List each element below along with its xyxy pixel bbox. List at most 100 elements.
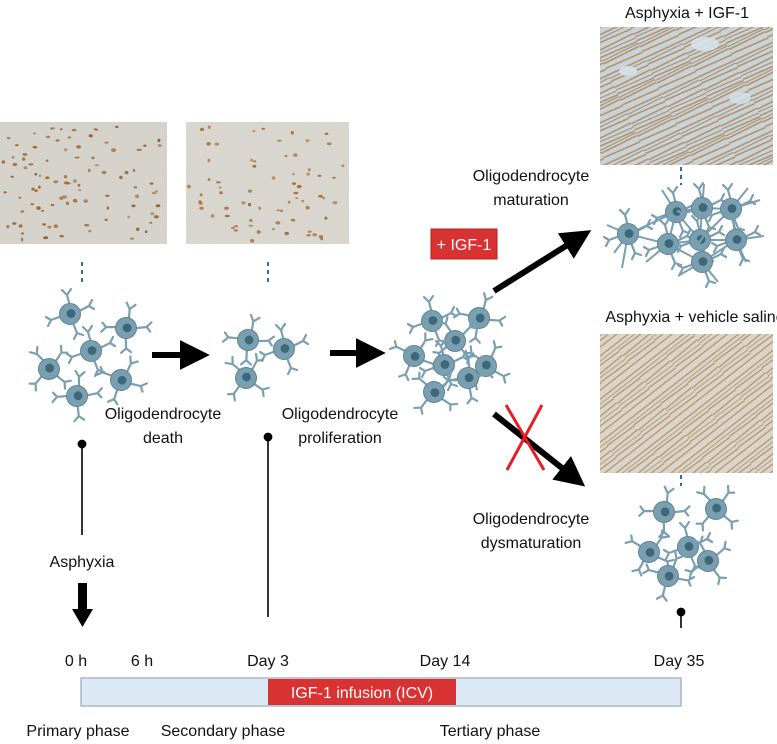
stained-nucleus	[279, 209, 284, 213]
stained-nucleus	[207, 178, 211, 181]
stained-nucleus	[224, 206, 229, 210]
stained-nucleus	[312, 233, 318, 237]
stained-nucleus	[119, 175, 123, 180]
stained-nucleus	[11, 156, 15, 159]
stained-nucleus	[55, 139, 60, 142]
stained-nucleus	[143, 144, 147, 147]
stage-maturation-line1: Oligodendrocyte	[473, 168, 590, 185]
stained-nucleus	[271, 176, 276, 180]
stained-nucleus	[307, 230, 312, 233]
stained-nucleus	[256, 230, 261, 234]
process-arrows	[152, 230, 592, 487]
stained-nucleus	[324, 132, 329, 135]
stained-nucleus	[34, 189, 38, 192]
stained-nucleus	[248, 189, 253, 193]
stained-nucleus	[42, 223, 47, 226]
igf1-badge-label: + IGF-1	[437, 237, 492, 254]
stained-nucleus	[88, 134, 93, 138]
stained-nucleus	[6, 224, 10, 229]
stained-nucleus	[290, 131, 294, 135]
stained-nucleus	[150, 212, 155, 216]
stained-nucleus	[157, 138, 161, 143]
stained-nucleus	[10, 175, 14, 178]
stained-nucleus	[295, 197, 298, 200]
stained-nucleus	[106, 206, 110, 210]
stained-nucleus	[77, 183, 81, 187]
stage-death-line2: death	[143, 430, 183, 447]
micrograph-igf1	[600, 27, 773, 165]
stage-dysmaturation-line2: dysmaturation	[481, 535, 582, 552]
stained-nucleus	[250, 158, 253, 162]
stained-nucleus	[290, 218, 295, 222]
stained-nucleus	[233, 229, 239, 232]
stained-nucleus	[198, 201, 203, 206]
stained-nucleus	[101, 170, 107, 175]
stained-nucleus	[88, 229, 92, 233]
stained-nucleus	[155, 190, 158, 193]
stained-nucleus	[224, 214, 230, 218]
stained-nucleus	[20, 232, 25, 235]
stained-nucleus	[258, 206, 262, 210]
stained-nucleus	[111, 148, 117, 153]
tick-day14: Day 14	[420, 653, 471, 670]
stained-nucleus	[292, 182, 297, 185]
stained-nucleus	[36, 206, 41, 210]
stained-nucleus	[317, 174, 322, 177]
stained-nucleus	[32, 146, 38, 149]
stained-nucleus	[3, 191, 7, 194]
stained-nucleus	[293, 153, 298, 157]
stained-nucleus	[306, 234, 311, 237]
photo-title-saline: Asphyxia + vehicle saline	[605, 309, 777, 326]
phase-secondary: Secondary phase	[161, 723, 286, 740]
stained-nucleus	[332, 176, 336, 179]
cell-cluster-dysmature	[613, 474, 751, 612]
tick-0h: 0 h	[65, 653, 87, 670]
stained-nucleus	[144, 230, 148, 233]
stained-nucleus	[59, 128, 63, 131]
stained-nucleus	[20, 237, 24, 242]
stained-nucleus	[18, 196, 22, 199]
stained-nucleus	[50, 127, 53, 130]
stained-nucleus	[133, 186, 138, 189]
stained-nucleus	[231, 226, 235, 230]
stained-nucleus	[91, 156, 95, 160]
stained-nucleus	[88, 168, 91, 173]
stained-nucleus	[94, 128, 99, 131]
stained-nucleus	[153, 215, 159, 219]
infusion-bar	[268, 679, 456, 705]
cell-cluster-mature	[602, 181, 765, 289]
stained-nucleus	[105, 194, 110, 197]
stained-nucleus	[152, 191, 157, 195]
stained-nucleus	[14, 144, 19, 147]
stained-nucleus	[318, 235, 324, 239]
stage-proliferation-line2: proliferation	[298, 430, 382, 447]
stained-nucleus	[307, 168, 311, 172]
stained-nucleus	[247, 202, 252, 207]
stained-nucleus	[305, 139, 310, 143]
stained-nucleus	[207, 158, 211, 163]
stained-nucleus	[104, 218, 108, 221]
igf1-badge: + IGF-1	[430, 228, 498, 260]
stained-nucleus	[1, 160, 6, 164]
stained-nucleus	[53, 224, 58, 228]
stained-nucleus	[199, 193, 203, 197]
stained-nucleus	[94, 164, 100, 167]
stained-nucleus	[65, 201, 70, 206]
stained-nucleus	[72, 198, 78, 203]
stained-nucleus	[59, 234, 64, 238]
phase-tertiary: Tertiary phase	[440, 723, 541, 740]
stained-nucleus	[18, 224, 23, 228]
stained-nucleus	[332, 201, 338, 205]
stained-nucleus	[20, 210, 25, 213]
stained-nucleus	[326, 142, 332, 146]
stained-nucleus	[45, 176, 50, 180]
stained-nucleus	[130, 237, 134, 240]
stained-nucleus	[218, 186, 222, 189]
stained-nucleus	[104, 141, 109, 144]
cell-cluster-death	[210, 306, 310, 414]
stained-nucleus	[22, 157, 26, 161]
stained-nucleus	[248, 224, 253, 227]
stained-nucleus	[73, 179, 77, 183]
stained-nucleus	[45, 159, 49, 162]
